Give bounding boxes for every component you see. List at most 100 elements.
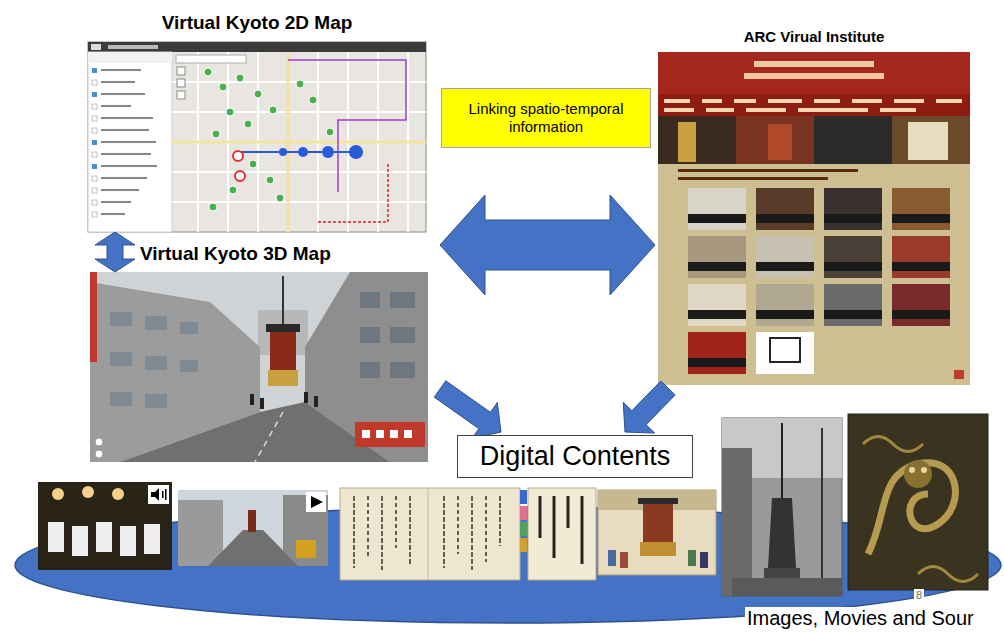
route-red — [318, 162, 388, 222]
painting-part — [643, 502, 673, 542]
layer-list-part — [101, 177, 147, 179]
nav-button — [95, 450, 103, 458]
nav-items-part — [936, 99, 962, 103]
float-base — [268, 370, 298, 386]
route-dot — [349, 145, 363, 159]
painting — [598, 490, 716, 575]
layer-list — [92, 68, 157, 217]
manuscript-page-part-part — [539, 496, 542, 538]
layer-list-part — [101, 213, 125, 215]
manuscript-part-part — [367, 496, 369, 558]
tiles-part — [688, 358, 746, 367]
nav-items-part — [702, 99, 722, 103]
control-panel — [355, 422, 425, 447]
windows-part — [180, 322, 198, 334]
control-icon — [362, 430, 370, 438]
tiles-part — [688, 236, 746, 278]
nav-items-part — [880, 108, 916, 112]
manuscript-part-part — [485, 496, 487, 562]
manuscript-part-part — [353, 496, 355, 568]
photo — [736, 116, 814, 164]
photo — [892, 116, 970, 164]
tiles-part — [892, 214, 950, 223]
map-tool — [177, 79, 185, 87]
arc-site-screenshot-part — [658, 52, 970, 94]
windows — [110, 312, 198, 408]
movie-street-part — [208, 530, 298, 566]
photo-detail — [768, 124, 792, 160]
old-photo — [722, 418, 842, 596]
dragon-textile-part — [909, 467, 915, 473]
toolbar — [90, 272, 97, 362]
arc-site-screenshot — [658, 52, 970, 385]
windows-part — [110, 352, 132, 366]
float-pole — [282, 276, 284, 332]
layer-list-part — [92, 92, 97, 97]
photo — [658, 116, 736, 164]
map-2d-screenshot-part — [88, 52, 172, 63]
map-3d-screenshot-part — [90, 272, 428, 462]
map-3d-panel: Virtual Kyoto 3D Map — [90, 272, 428, 462]
route-dot — [279, 148, 287, 156]
block-arrow — [623, 381, 675, 433]
layer-list-part — [92, 200, 97, 205]
nav-items — [664, 99, 962, 112]
arc-site-screenshot-part — [754, 61, 874, 67]
manuscript-part-part — [457, 496, 459, 554]
float-roof — [266, 324, 300, 332]
manuscript-page-part-part — [567, 496, 570, 528]
photo-music-part — [82, 486, 94, 498]
panel-heading: Virtual Kyoto 3D Map — [140, 242, 331, 266]
movie-street-part — [306, 492, 326, 512]
photo-music-part — [120, 526, 136, 556]
news-line — [678, 177, 828, 180]
painting-part — [640, 542, 676, 556]
map-markers-part — [326, 128, 334, 136]
map-markers-part — [276, 194, 284, 202]
map-markers-part — [269, 106, 277, 114]
tiles-part — [688, 310, 746, 319]
windows-part — [360, 292, 380, 308]
movie-street-part — [248, 510, 256, 532]
map-3d-screenshot — [90, 272, 428, 462]
dragon-textile — [848, 414, 988, 590]
photo-music-part — [148, 485, 169, 504]
control-icon — [390, 430, 398, 438]
photo-music-part — [96, 522, 112, 552]
tiles-part — [756, 236, 814, 278]
block-arrow — [440, 195, 655, 295]
tiles-part — [756, 332, 814, 374]
manuscript-page-part — [540, 496, 582, 564]
street-grid-part — [172, 111, 426, 113]
person — [260, 398, 264, 409]
tiles-part — [756, 188, 814, 230]
dragon-textile-part — [918, 567, 978, 582]
map-markers-part — [229, 186, 237, 194]
windows-part — [390, 327, 415, 343]
nav-button — [95, 438, 103, 446]
photo-music-part — [151, 488, 159, 501]
layer-list-part — [92, 152, 97, 157]
layer-list-part — [92, 140, 97, 145]
windows-part — [390, 292, 415, 308]
manuscript-page-part — [528, 488, 596, 580]
photo-music-part — [162, 491, 164, 498]
layer-list-part — [92, 128, 97, 133]
map-marker-red — [233, 151, 243, 161]
dragon-textile-part — [863, 437, 923, 452]
movie-street-part — [178, 490, 328, 566]
map-markers-part — [266, 176, 274, 184]
photo-detail — [908, 122, 948, 160]
dragon-textile-part — [848, 414, 988, 590]
painting-part — [700, 552, 708, 568]
book-tabs — [520, 490, 527, 552]
tiles-part — [688, 188, 746, 230]
map-tool — [177, 91, 185, 99]
arc-site-panel: ARC Virual Institute — [658, 52, 970, 385]
tiles-part — [892, 236, 950, 278]
map-markers-part — [226, 108, 234, 116]
layer-list-part — [101, 141, 156, 143]
contents-box: Digital Contents — [457, 435, 693, 478]
control-icon — [376, 430, 384, 438]
